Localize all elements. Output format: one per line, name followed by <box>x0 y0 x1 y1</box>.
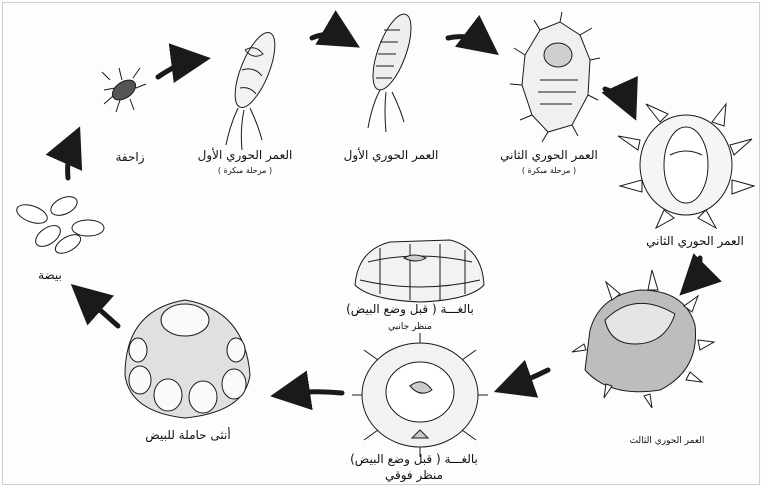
eggs-figure <box>14 193 104 257</box>
label-adult-side-view: منظر جانبي <box>340 320 480 334</box>
label-eggs: بيضة <box>20 268 80 282</box>
arrow-nymph3-to-adult <box>508 370 548 387</box>
label-adult-top-view: منظر فوقي <box>344 468 484 482</box>
label-first-instar-early: العمر الحوري الأول <box>190 148 300 162</box>
label-gravid-female: أنثى حاملة للبيض <box>128 428 248 442</box>
label-adult-side: بالغـــة ( قبل وضع البيض) <box>340 302 480 316</box>
arrow-gravid-to-eggs <box>82 294 118 326</box>
label-first-instar: العمر الحوري الأول <box>336 148 446 162</box>
label-third-instar: العمر الحوري الثالث <box>612 434 722 448</box>
arrow-eggs-to-crawler <box>68 140 74 178</box>
adult-side-view-figure <box>355 240 484 302</box>
label-first-instar-early-note: ( مرحلة مبكرة ) <box>190 166 300 176</box>
crawler-figure <box>102 68 146 112</box>
arrow-nymph1-to-nymph1b <box>312 34 347 40</box>
first-instar-figure <box>365 10 419 132</box>
first-instar-early-figure <box>226 28 283 150</box>
second-instar-early-figure <box>510 12 600 142</box>
arrow-nymph2-to-nymph2b <box>605 89 630 107</box>
label-second-instar: العمر الحوري الثاني <box>636 234 754 248</box>
gravid-female-figure <box>125 300 250 418</box>
label-adult-top: بالغـــة ( قبل وضع البيض) <box>344 452 484 466</box>
arrow-nymph2b-to-nymph3 <box>690 258 700 285</box>
third-instar-figure <box>572 270 714 408</box>
label-second-instar-early-note: ( مرحلة مبكرة ) <box>494 166 604 176</box>
label-second-instar-early: العمر الحوري الثاني <box>494 148 604 162</box>
label-crawler: زاحفة <box>100 150 160 164</box>
second-instar-figure <box>618 104 754 228</box>
arrow-crawler-to-nymph1 <box>158 60 196 77</box>
adult-top-view-figure <box>352 333 488 457</box>
arrow-nymph1b-to-nymph2 <box>448 37 487 46</box>
arrow-adult-to-gravid <box>285 392 342 394</box>
